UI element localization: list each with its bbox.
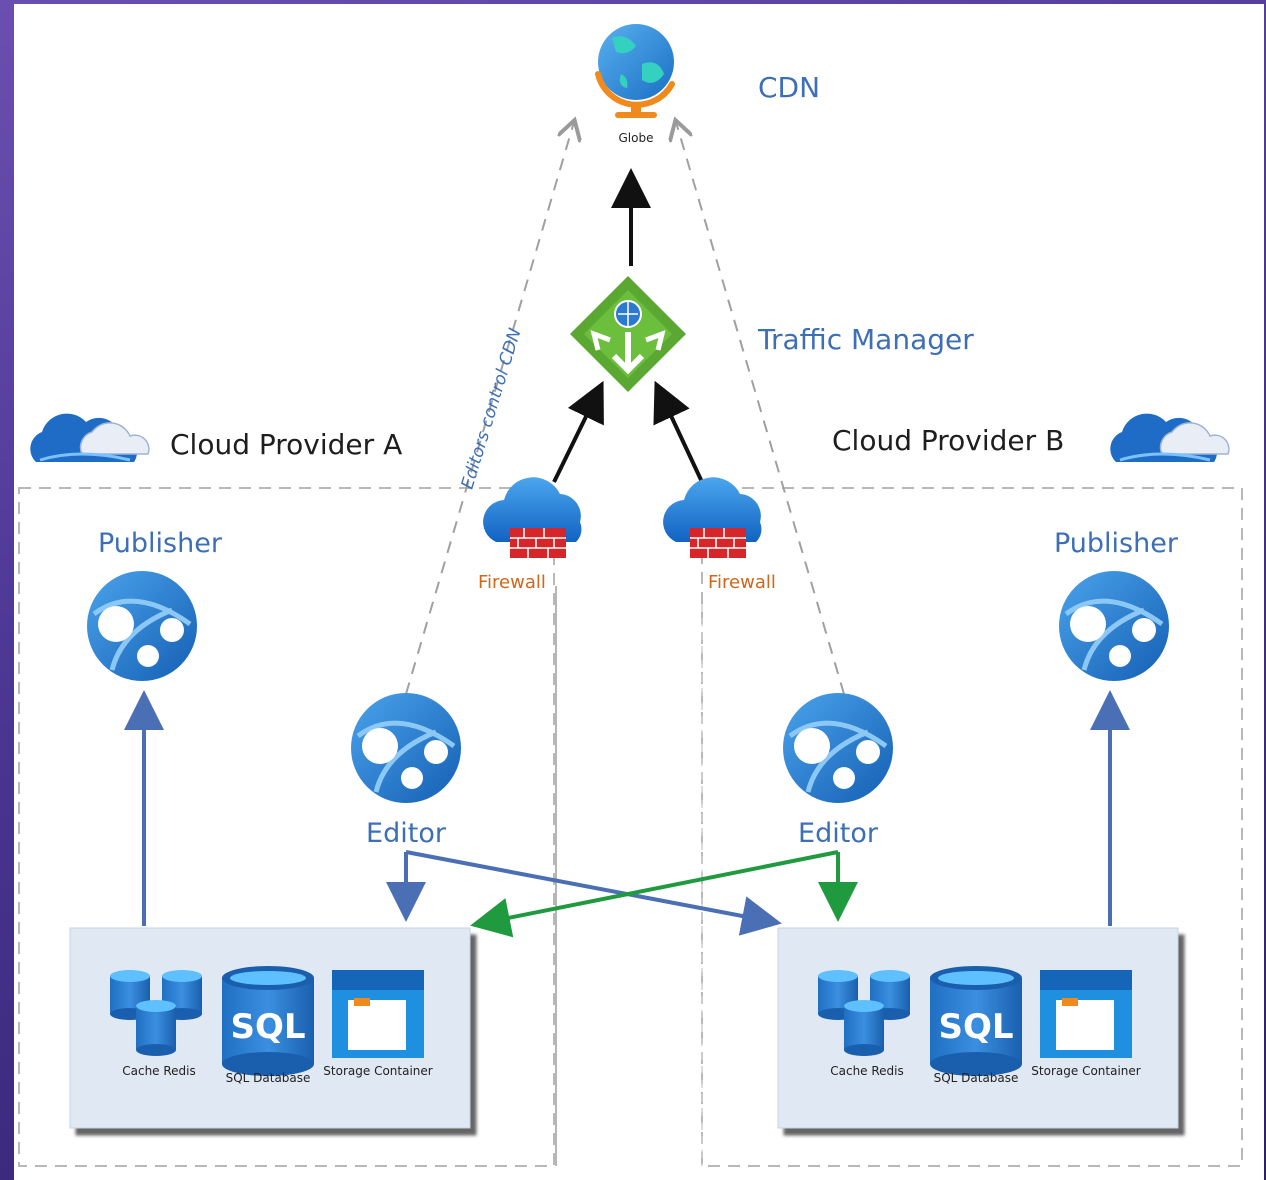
sql-database-a-label: SQL Database xyxy=(226,1071,311,1085)
storage-container-b-icon xyxy=(1040,970,1132,1058)
firewall-b-label: Firewall xyxy=(708,572,776,593)
editor-a-icon xyxy=(351,693,461,803)
cloud-provider-a-icon xyxy=(30,413,150,462)
storage-container-a-label: Storage Container xyxy=(323,1064,432,1078)
sql-database-b-icon: SQL xyxy=(930,966,1022,1076)
publisher-b-label: Publisher xyxy=(1054,528,1179,559)
cache-redis-b-label: Cache Redis xyxy=(830,1064,904,1078)
editor-a-cdn-arrow xyxy=(405,122,574,695)
sql-b-text: SQL xyxy=(938,1007,1013,1047)
traffic-manager-icon xyxy=(570,276,686,392)
editor-a-label: Editor xyxy=(366,818,447,849)
traffic-manager-label: Traffic Manager xyxy=(757,323,974,356)
sql-database-a-icon: SQL xyxy=(222,966,314,1076)
cache-redis-b-icon xyxy=(818,970,910,1056)
globe-label: Globe xyxy=(619,131,654,145)
storage-container-b-label: Storage Container xyxy=(1031,1064,1140,1078)
cache-redis-a-label: Cache Redis xyxy=(122,1064,196,1078)
diagram-canvas: Globe CDN Traffic Manager Editors contro… xyxy=(14,4,1264,1180)
cloud-provider-b-icon xyxy=(1110,413,1230,462)
sql-a-text: SQL xyxy=(230,1007,305,1047)
cloud-provider-a-label: Cloud Provider A xyxy=(170,428,402,461)
publisher-b-icon xyxy=(1059,571,1169,681)
firewall-b-icon xyxy=(663,477,762,558)
editors-control-cdn-label: Editors control CDN xyxy=(458,326,526,492)
firewall-b-to-tm-arrow xyxy=(653,380,704,483)
editor-a-to-resources-b-arrow xyxy=(405,850,782,936)
cdn-label: CDN xyxy=(758,71,820,104)
architecture-diagram: Globe CDN Traffic Manager Editors contro… xyxy=(18,24,1243,1167)
firewall-a-label: Firewall xyxy=(478,572,546,593)
publisher-a-label: Publisher xyxy=(98,528,223,559)
storage-container-a-icon xyxy=(332,970,424,1058)
cache-redis-a-icon xyxy=(110,970,202,1056)
globe-icon xyxy=(595,24,675,118)
firewall-a-to-tm-arrow xyxy=(552,380,604,483)
sql-database-b-label: SQL Database xyxy=(934,1071,1019,1085)
editor-b-label: Editor xyxy=(798,818,879,849)
publisher-a-icon xyxy=(87,571,197,681)
cloud-provider-b-label: Cloud Provider B xyxy=(832,424,1064,457)
editor-b-to-resources-a-arrow xyxy=(470,850,839,938)
editor-b-icon xyxy=(783,693,893,803)
firewall-a-icon xyxy=(483,477,582,558)
editor-b-cdn-arrow xyxy=(676,122,845,695)
